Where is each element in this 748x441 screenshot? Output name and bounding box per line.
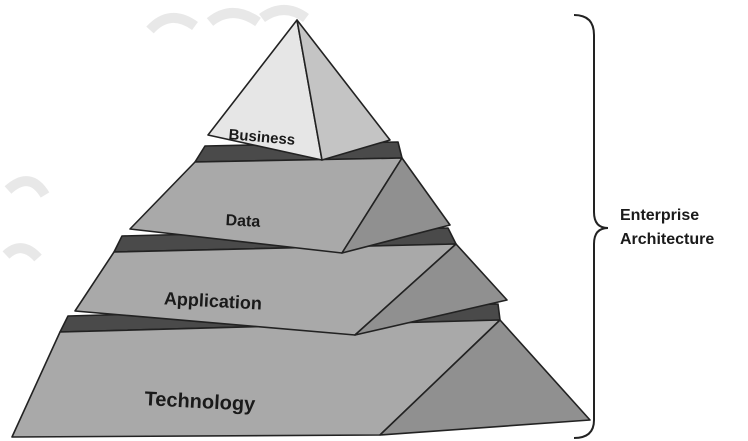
business-layer-side-face — [296, 19, 391, 161]
data-layer-label: Data — [225, 212, 261, 231]
curly-brace-icon — [573, 14, 609, 439]
business-layer: Business — [207, 19, 391, 161]
business-layer-label: Business — [228, 126, 296, 149]
brace-label-line2: Architecture — [620, 231, 714, 248]
enterprise-architecture-brace: Enterprise Architecture — [573, 14, 714, 439]
brace-label-line1: Enterprise — [620, 207, 699, 224]
data-layer-side-face — [341, 157, 451, 254]
application-layer-side-face — [354, 243, 508, 336]
background-decoration — [2, 5, 309, 262]
technology-layer-side-face — [379, 319, 591, 436]
